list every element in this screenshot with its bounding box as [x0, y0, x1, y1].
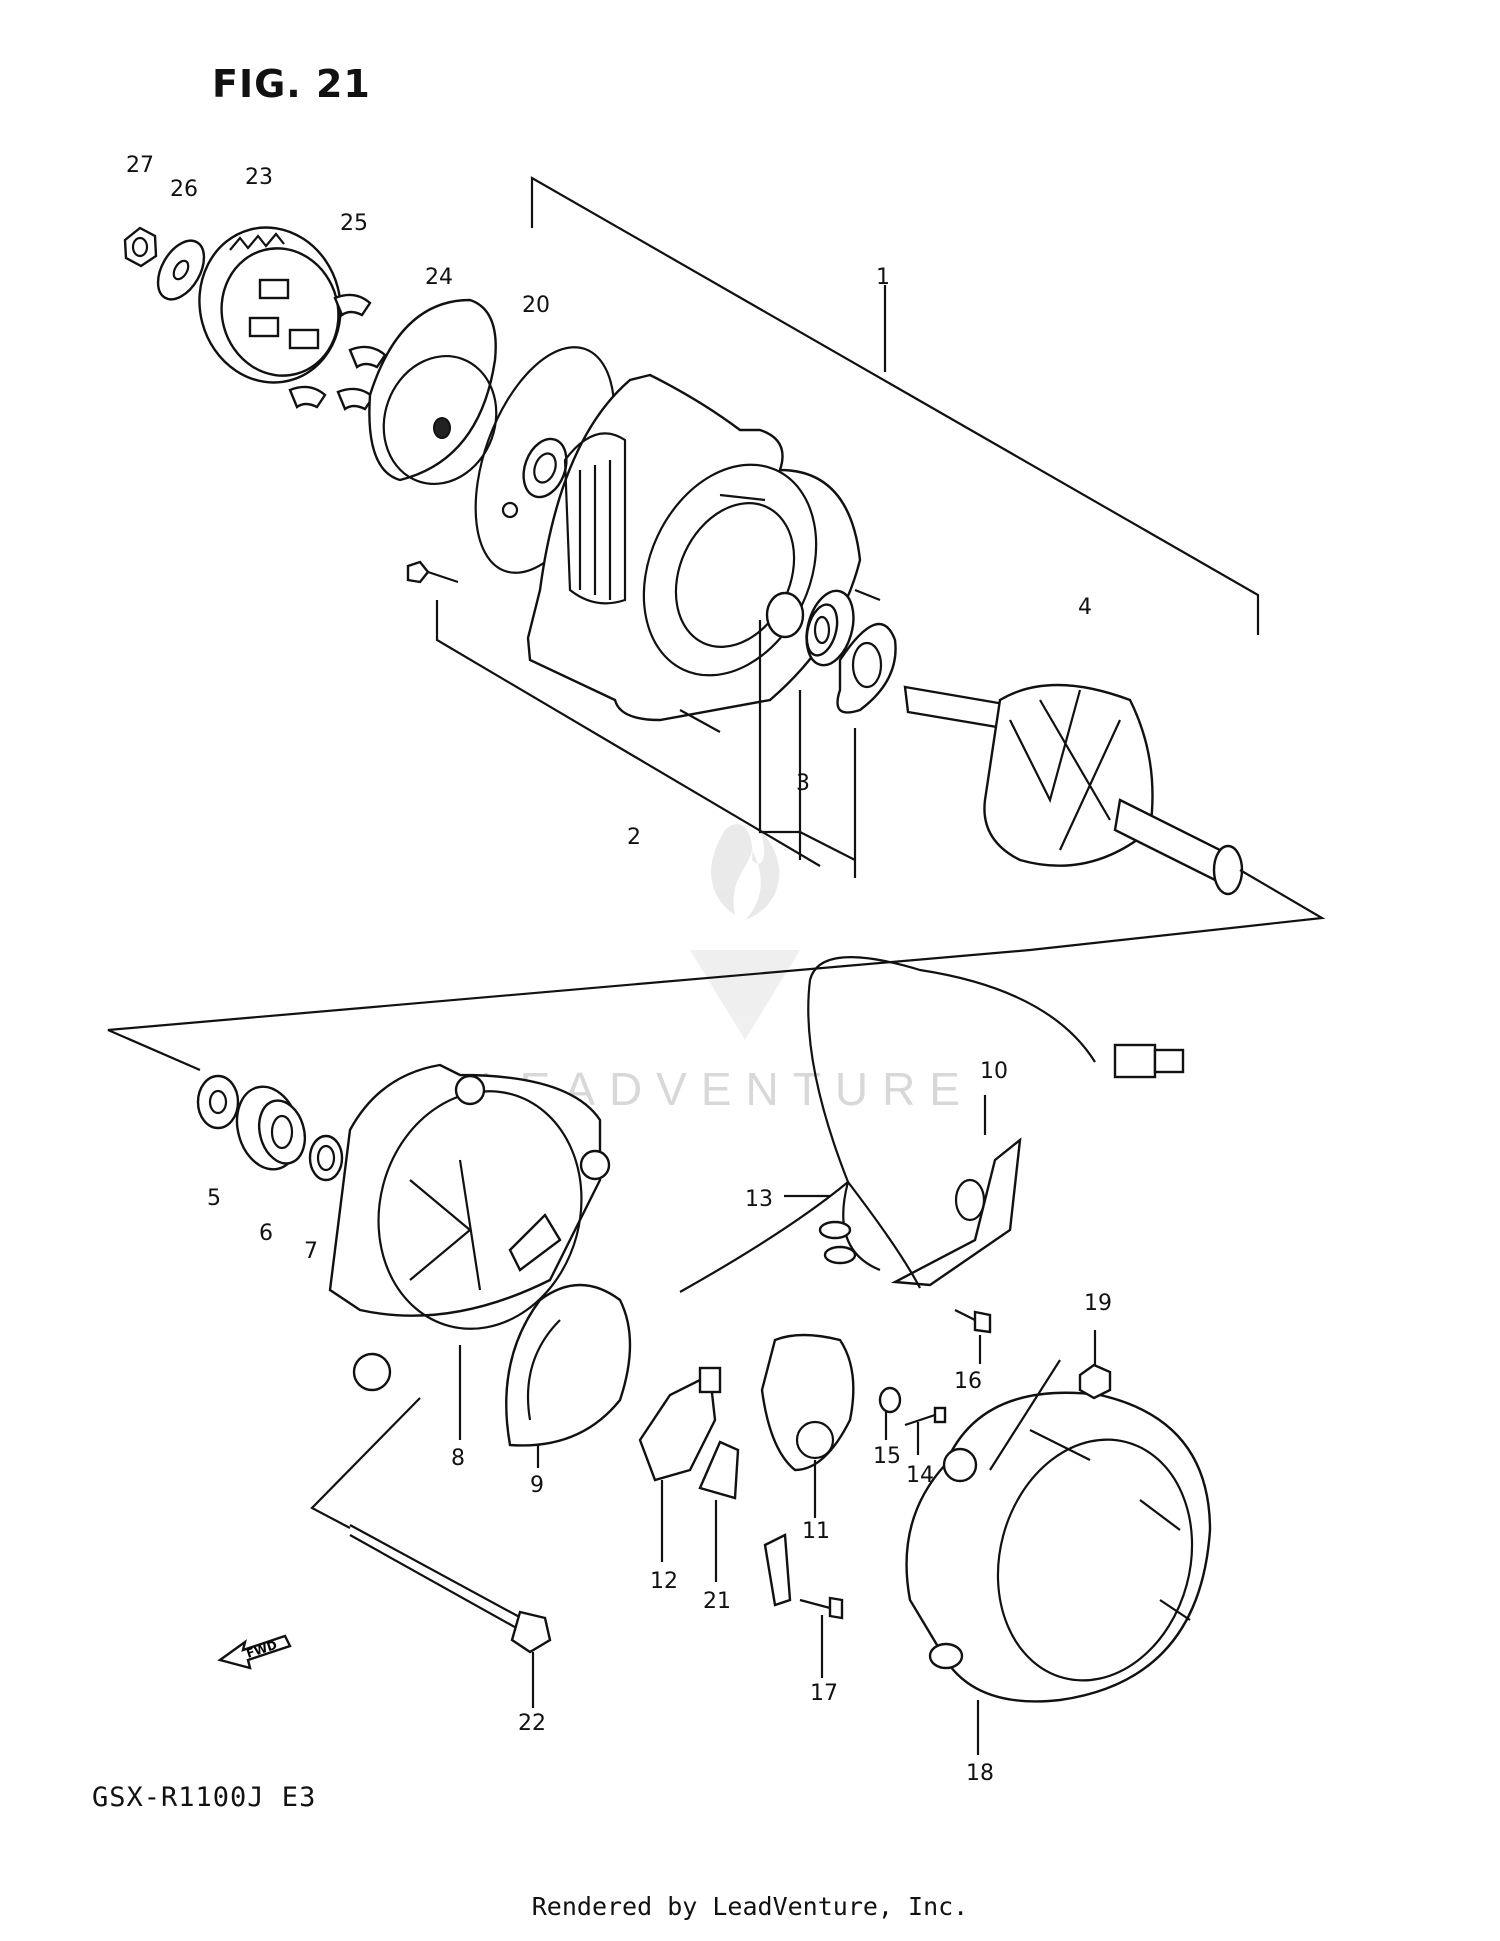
part-regulator-11	[760, 1333, 855, 1472]
leader-19a	[989, 1359, 1061, 1471]
leader-8a	[310, 1397, 421, 1529]
callout-labels: 27 26 23 25 24 20 1 4 3 2 10 13 5 6 7 19…	[126, 153, 1112, 1786]
callout-18: 18	[966, 1761, 994, 1786]
callout-16: 16	[954, 1369, 982, 1394]
callout-22: 22	[518, 1711, 546, 1736]
fwd-label: FWD	[245, 1638, 279, 1661]
callout-9: 9	[530, 1473, 544, 1498]
fwd-arrow-icon: FWD	[217, 1634, 292, 1670]
part-rectifier-9	[505, 1283, 632, 1447]
part-screw-14	[904, 1406, 947, 1427]
leader-3d	[799, 831, 856, 861]
part-through-bolt-22	[349, 1524, 552, 1654]
part-screw-16	[954, 1309, 992, 1334]
callout-7: 7	[304, 1239, 318, 1264]
part-nut-27	[123, 226, 158, 268]
callout-13: 13	[745, 1187, 773, 1212]
part-brush-21	[698, 1440, 740, 1500]
callout-21: 21	[703, 1589, 731, 1614]
part-rear-housing-8	[328, 1063, 611, 1392]
part-housing-bolt	[406, 560, 459, 584]
part-washer-15	[878, 1386, 902, 1414]
part-bearing-3	[805, 589, 855, 667]
callout-1: 1	[876, 265, 890, 290]
callout-25: 25	[340, 211, 368, 236]
callout-24: 24	[425, 265, 453, 290]
part-cover-18	[905, 1391, 1212, 1703]
callout-14: 14	[906, 1463, 934, 1488]
callout-5: 5	[207, 1186, 221, 1211]
part-bracket-10	[890, 1137, 1022, 1287]
leader-2	[435, 600, 821, 867]
callout-6: 6	[259, 1221, 273, 1246]
part-gasket-plate	[836, 622, 897, 714]
part-screw-17	[763, 1533, 844, 1620]
part-cushion-25	[288, 293, 387, 411]
callout-27: 27	[126, 153, 154, 178]
part-bearing-6	[235, 1085, 307, 1171]
callout-26: 26	[170, 177, 198, 202]
part-shim-5	[196, 1074, 240, 1130]
part-nut-19	[1078, 1363, 1112, 1400]
callout-15: 15	[873, 1444, 901, 1469]
leader-4	[1029, 869, 1326, 952]
figure-title: FIG. 21	[212, 62, 371, 106]
callout-23: 23	[245, 165, 273, 190]
part-wire-harness-13	[679, 956, 1185, 1293]
callout-12: 12	[650, 1569, 678, 1594]
callout-20: 20	[522, 293, 550, 318]
assembly-bracket-1	[530, 176, 1260, 635]
assembly-line-lower	[107, 948, 1031, 1072]
callout-4: 4	[1078, 595, 1092, 620]
callout-8: 8	[451, 1446, 465, 1471]
callout-17: 17	[810, 1681, 838, 1706]
footer-credit: Rendered by LeadVenture, Inc.	[531, 1892, 969, 1921]
callout-2: 2	[627, 825, 641, 850]
part-rotor-4	[903, 683, 1244, 896]
callout-3: 3	[796, 771, 810, 796]
model-code: GSX-R1100J E3	[92, 1782, 317, 1813]
watermark-logo	[690, 824, 800, 1040]
callout-19: 19	[1084, 1291, 1112, 1316]
callout-11: 11	[802, 1519, 830, 1544]
part-pulley-23	[198, 226, 342, 384]
leader-3a	[758, 620, 802, 860]
part-cover-24	[368, 298, 498, 486]
part-housing-2	[526, 373, 881, 733]
part-washer-26	[156, 239, 206, 301]
part-seal-7	[308, 1134, 344, 1182]
callout-10: 10	[980, 1059, 1008, 1084]
part-brush-holder-12	[638, 1366, 722, 1482]
